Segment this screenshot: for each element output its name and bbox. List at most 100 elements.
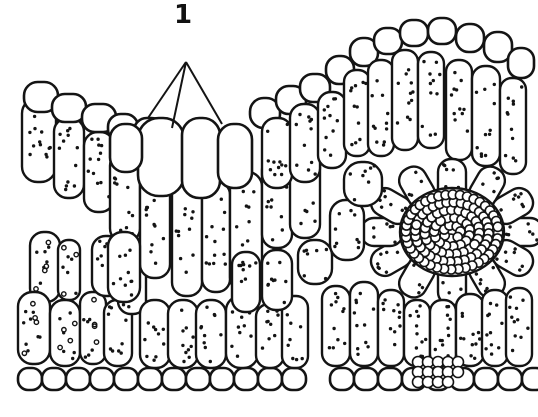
chloroplast-dot bbox=[480, 155, 483, 158]
chloroplast-dot bbox=[87, 170, 90, 173]
chloroplast-dot bbox=[118, 255, 121, 258]
chloroplast-dot bbox=[383, 140, 386, 143]
lower-epidermis-cell bbox=[18, 368, 42, 390]
chloroplast-dot bbox=[108, 305, 111, 308]
large-epidermis-cell bbox=[182, 118, 220, 198]
chloroplast-dot bbox=[124, 319, 127, 322]
chloroplast-dot bbox=[84, 355, 87, 358]
chloroplast-dot bbox=[119, 277, 122, 280]
lower-epidermis-cell bbox=[42, 368, 66, 390]
chloroplast-dot bbox=[238, 331, 241, 334]
cell-wall bbox=[354, 368, 378, 390]
cell-wall bbox=[472, 66, 500, 166]
chloroplast-dot bbox=[288, 338, 291, 341]
chloroplast-dot bbox=[205, 261, 208, 264]
chloroplast-dot bbox=[181, 344, 184, 347]
chloroplast-dot bbox=[313, 220, 316, 223]
chloroplast-dot bbox=[314, 172, 317, 175]
chloroplast-dot bbox=[507, 97, 510, 100]
chloroplast-dot bbox=[383, 298, 386, 301]
chloroplast-dot bbox=[446, 327, 449, 330]
chloroplast-dot bbox=[375, 79, 378, 82]
cell-wall bbox=[138, 368, 162, 390]
chloroplast-dot bbox=[270, 278, 273, 281]
chloroplast-dot bbox=[154, 355, 157, 358]
chloroplast-dot bbox=[150, 243, 153, 246]
cell-wall bbox=[522, 368, 538, 390]
chloroplast-dot bbox=[309, 127, 312, 130]
chloroplast-dot bbox=[531, 232, 534, 235]
chloroplast-dot bbox=[405, 72, 408, 75]
chloroplast-dot bbox=[184, 207, 187, 210]
chloroplast-dot bbox=[101, 264, 104, 267]
chloroplast-dot bbox=[462, 337, 465, 340]
chloroplast-dot bbox=[223, 211, 226, 214]
chloroplast-dot bbox=[179, 257, 182, 260]
upper-epidermis-cell bbox=[374, 28, 402, 54]
chloroplast-dot bbox=[280, 215, 283, 218]
lower-epidermis-cell bbox=[330, 368, 354, 390]
chloroplast-dot bbox=[477, 331, 480, 334]
chloroplast-dot bbox=[99, 181, 102, 184]
chloroplast-dot bbox=[445, 168, 448, 171]
chloroplast-dot bbox=[28, 153, 31, 156]
chloroplast-dot bbox=[190, 345, 193, 348]
chloroplast-dot bbox=[270, 198, 273, 201]
chloroplast-dot bbox=[299, 325, 302, 328]
cell-wall bbox=[262, 250, 292, 310]
chloroplast-dot bbox=[130, 280, 133, 283]
chloroplast-dot bbox=[334, 300, 337, 303]
chloroplast-dot bbox=[506, 111, 509, 114]
palisade-cell bbox=[456, 294, 484, 366]
cell-wall bbox=[232, 252, 260, 312]
chloroplast-dot bbox=[82, 318, 85, 321]
chloroplast-dot bbox=[267, 200, 270, 203]
chloroplast-dot bbox=[448, 291, 451, 294]
chloroplast-dot bbox=[58, 133, 61, 136]
spongy-cell bbox=[330, 200, 364, 260]
chloroplast-dot bbox=[335, 242, 338, 245]
chloroplast-dot bbox=[267, 159, 270, 162]
cell-wall bbox=[498, 368, 522, 390]
cell-wall bbox=[162, 368, 186, 390]
cell-wall bbox=[90, 368, 114, 390]
chloroplast-dot bbox=[328, 114, 331, 117]
chloroplast-dot bbox=[429, 91, 432, 94]
chloroplast-dot bbox=[364, 341, 367, 344]
chloroplast-dot bbox=[298, 113, 301, 116]
lower-epidermis-cell bbox=[186, 368, 210, 390]
chloroplast-dot bbox=[513, 320, 516, 323]
lower-epidermis-cell bbox=[138, 368, 162, 390]
chloroplast-dot bbox=[386, 112, 389, 115]
chloroplast-dot bbox=[369, 166, 372, 169]
chloroplast-dot bbox=[484, 154, 487, 157]
chloroplast-dot bbox=[287, 344, 290, 347]
chloroplast-dot bbox=[372, 235, 375, 238]
chloroplast-dot bbox=[315, 249, 318, 252]
chloroplast-dot bbox=[338, 212, 341, 215]
chloroplast-dot bbox=[265, 205, 268, 208]
chloroplast-dot bbox=[269, 323, 272, 326]
chloroplast-dot bbox=[397, 82, 400, 85]
chloroplast-dot bbox=[521, 299, 524, 302]
chloroplast-dot bbox=[406, 116, 409, 119]
chloroplast-dot bbox=[266, 262, 269, 265]
chloroplast-dot bbox=[489, 331, 492, 334]
chloroplast-dot bbox=[508, 306, 511, 309]
chloroplast-dot bbox=[307, 115, 310, 118]
chloroplast-dot bbox=[398, 311, 401, 314]
chloroplast-dot bbox=[396, 121, 399, 124]
chloroplast-dot bbox=[70, 258, 73, 261]
chloroplast-dot bbox=[69, 311, 72, 314]
chloroplast-dot bbox=[527, 222, 530, 225]
chloroplast-dot bbox=[493, 83, 496, 86]
chloroplast-dot bbox=[420, 340, 423, 343]
chloroplast-dot bbox=[182, 360, 185, 363]
chloroplast-dot bbox=[64, 188, 67, 191]
chloroplast-dot bbox=[382, 308, 385, 311]
chloroplast-dot bbox=[149, 250, 152, 253]
palisade-cell bbox=[322, 286, 350, 366]
chloroplast-dot bbox=[295, 123, 298, 126]
chloroplast-dot bbox=[76, 146, 79, 149]
chloroplast-dot bbox=[398, 316, 401, 319]
